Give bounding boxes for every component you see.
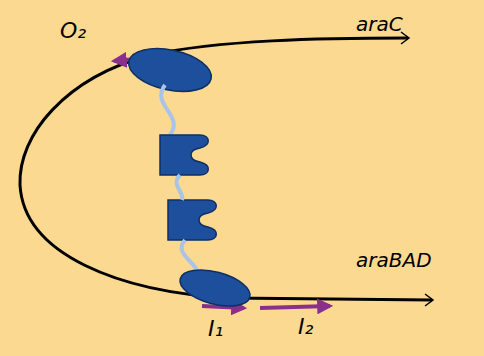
site-arrow — [260, 306, 330, 308]
dna-strand — [20, 38, 432, 300]
site-label: I₂ — [298, 316, 313, 338]
gene-label: araC — [356, 14, 403, 34]
operator-label: O₂ — [60, 20, 86, 42]
arac-dimer — [125, 42, 254, 313]
gene-label: araBAD — [356, 250, 432, 270]
dna-end-arrow — [425, 294, 433, 306]
site-label: I₁ — [208, 318, 223, 340]
